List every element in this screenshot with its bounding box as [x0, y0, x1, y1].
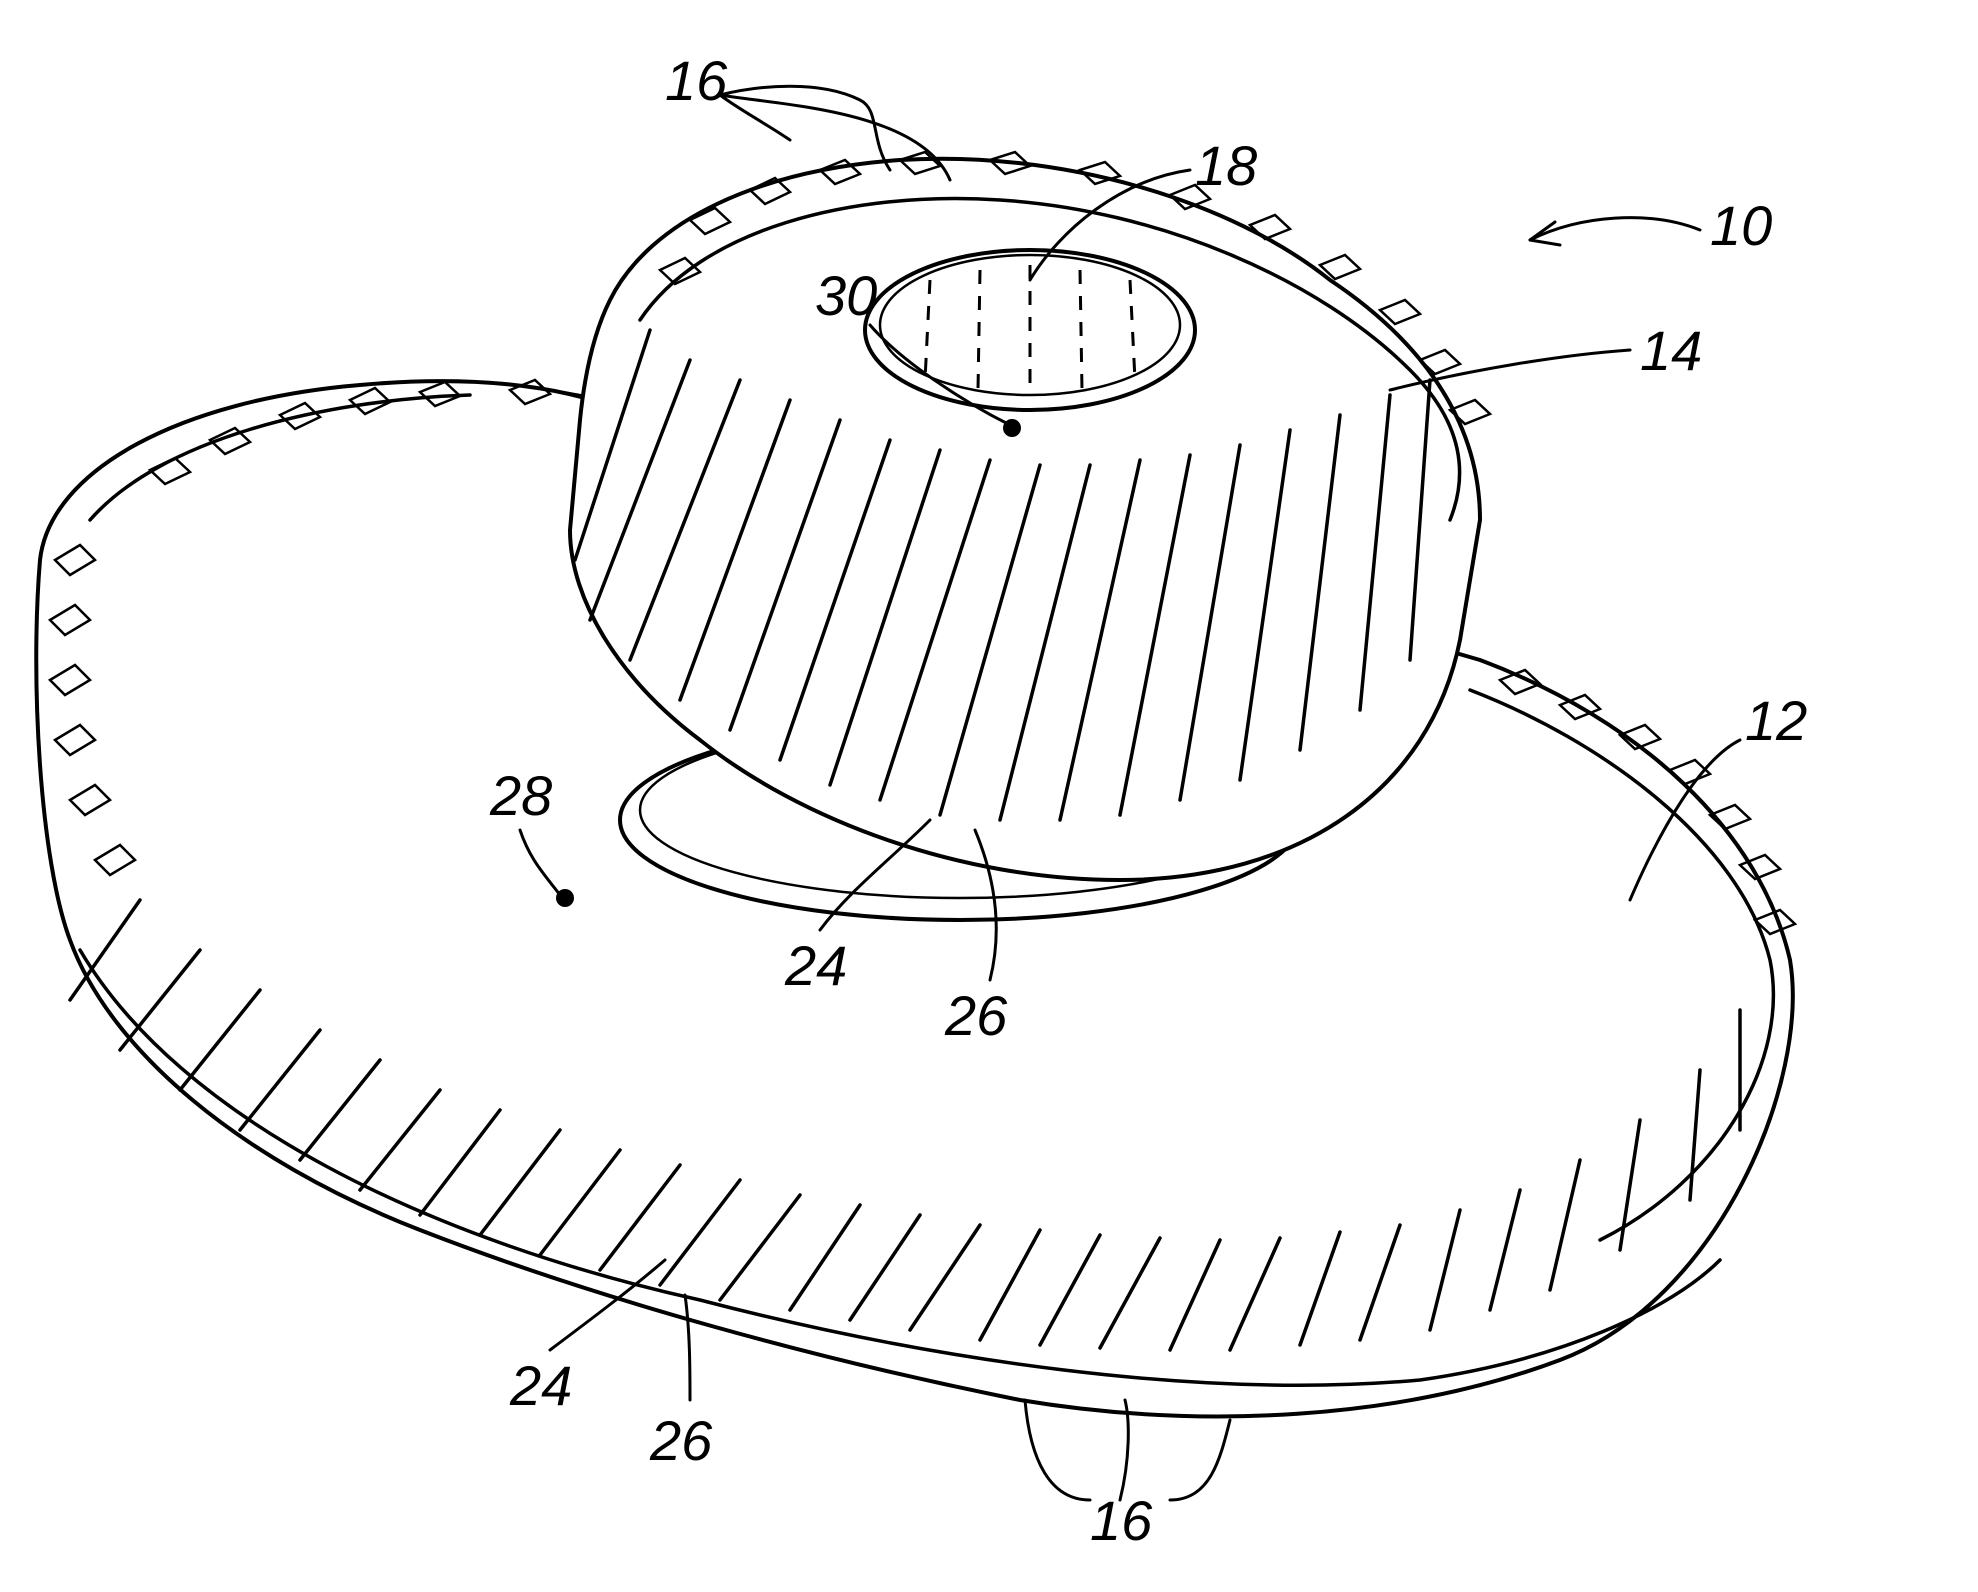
ref-26-upper: 26	[944, 984, 1008, 1047]
dot-30	[1003, 419, 1021, 437]
leader-18	[1028, 168, 1192, 282]
small-gear-bore-hatching	[923, 265, 1137, 395]
leader-24-upper	[818, 818, 932, 932]
leader-24-lower	[548, 1258, 667, 1352]
leader-28	[518, 828, 562, 897]
small-gear	[568, 150, 1493, 882]
ref-16-top: 16	[665, 49, 728, 112]
small-gear-bore-inner	[878, 253, 1182, 397]
small-gear-top-teeth	[657, 150, 1493, 426]
leader-16-bottom	[1023, 1398, 1232, 1502]
leader-14	[1388, 348, 1632, 392]
ref-24-upper: 24	[784, 934, 847, 997]
ref-30: 30	[815, 264, 877, 327]
leader-26-upper	[973, 828, 998, 982]
ref-26-lower: 26	[649, 1409, 713, 1472]
ref-18: 18	[1195, 134, 1257, 197]
large-gear-teeth-right	[1497, 668, 1798, 936]
ref-16-bottom: 16	[1090, 1489, 1153, 1552]
leader-10	[1528, 216, 1702, 242]
ref-12: 12	[1745, 689, 1807, 752]
reference-numerals: 16 18 10 30 14 12 28 24 26 24 26 16	[489, 49, 1807, 1552]
ref-14: 14	[1640, 319, 1702, 382]
ref-10: 10	[1710, 194, 1772, 257]
leader-12	[1628, 738, 1742, 902]
small-gear-top-edge	[638, 196, 1462, 522]
leader-16-top	[718, 84, 952, 182]
leader-30	[868, 323, 1012, 427]
large-gear-teeth-front	[68, 898, 1742, 1352]
leader-lines	[518, 84, 1742, 1502]
leader-26-lower	[683, 1293, 692, 1402]
large-gear-teeth-left	[47, 378, 553, 877]
ref-28: 28	[489, 764, 552, 827]
arrow-10	[1528, 220, 1562, 247]
large-gear-top-edge	[88, 393, 1776, 1242]
ref-24-lower: 24	[509, 1354, 572, 1417]
dot-28	[556, 889, 574, 907]
large-gear-bottom-edge	[78, 948, 1722, 1387]
small-gear-helical-teeth	[573, 328, 1432, 822]
